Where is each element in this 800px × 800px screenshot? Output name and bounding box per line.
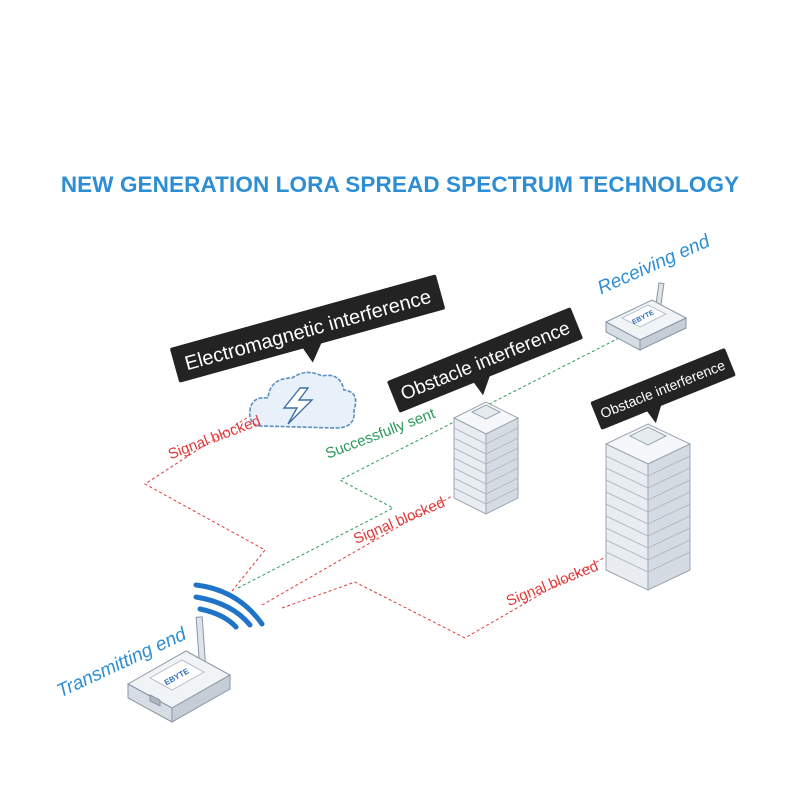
callout-electromagnetic-text: Electromagnetic interference xyxy=(182,286,433,375)
receiver-device: EBYTE xyxy=(604,282,688,351)
building-2 xyxy=(604,423,692,591)
callout-obstacle-2-text: Obstacle interference xyxy=(598,357,728,422)
blocked-path-building-1 xyxy=(261,495,453,606)
signal-waves-icon xyxy=(193,582,265,630)
blocked-label-building-1: Signal blocked xyxy=(351,494,447,548)
diagram-title: NEW GENERATION LORA SPREAD SPECTRUM TECH… xyxy=(60,172,740,197)
cloud-lightning-icon xyxy=(248,371,357,429)
receiving-end-label: Receiving end xyxy=(594,230,714,299)
blocked-path-cloud xyxy=(144,407,266,592)
signal-paths xyxy=(144,334,626,639)
transmitter-device: EBYTE xyxy=(126,616,232,723)
callout-obstacle-1-text: Obstacle interference xyxy=(398,318,573,405)
success-path xyxy=(237,334,626,589)
blocked-label-cloud: Signal blocked xyxy=(166,412,263,463)
blocked-path-building-2 xyxy=(281,555,608,639)
callout-obstacle-2: Obstacle interference xyxy=(590,348,736,430)
building-1 xyxy=(452,401,520,515)
blocked-label-building-2: Signal blocked xyxy=(504,558,601,610)
